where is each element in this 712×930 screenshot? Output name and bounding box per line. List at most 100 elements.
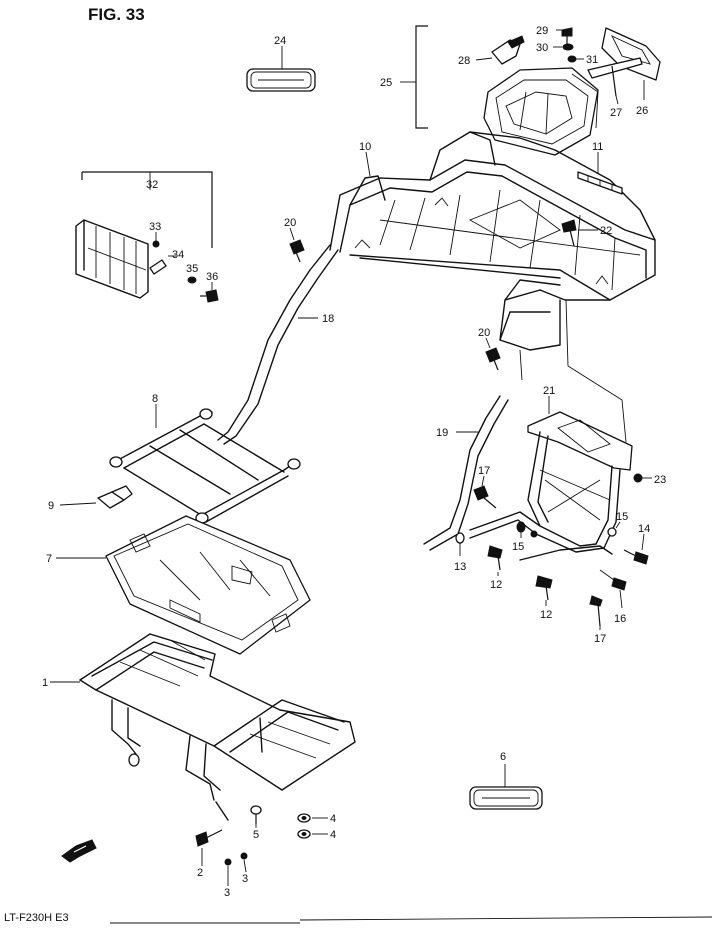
callout-7: 7 [46, 553, 52, 565]
callout-30: 30 [536, 42, 548, 54]
reflector-strip-11 [577, 171, 623, 195]
callout-3: 3 [224, 887, 230, 899]
callout-12: 12 [490, 579, 502, 591]
spacer-13 [455, 532, 465, 544]
nut-33 [152, 240, 160, 248]
callout-36: 36 [206, 271, 218, 283]
basket-tray-7 [105, 515, 311, 655]
callout-18: 18 [322, 313, 334, 325]
nut-31 [567, 55, 577, 63]
guard-32 [75, 219, 149, 299]
reflector-6 [469, 786, 543, 810]
front-bracket-8 [109, 408, 301, 524]
bolt-17-lower [589, 595, 603, 627]
callout-4: 4 [330, 813, 336, 825]
bolt-23 [633, 473, 643, 483]
leader-9 [59, 502, 97, 506]
bracket-25 [415, 25, 428, 129]
stay-19 [423, 395, 501, 545]
leader-14 [641, 533, 645, 551]
callout-17: 17 [594, 633, 606, 645]
callout-11: 11 [592, 141, 603, 153]
callout-20: 20 [284, 217, 296, 229]
washer-30 [562, 43, 574, 51]
callout-29: 29 [536, 25, 548, 37]
strap-26 [601, 27, 661, 81]
bracket-27 [587, 57, 643, 97]
callout-15: 15 [512, 541, 524, 553]
callout-23: 23 [654, 474, 666, 486]
nut-3-left [224, 858, 232, 866]
callout-8: 8 [152, 393, 158, 405]
callout-25: 25 [380, 77, 392, 89]
callout-22: 22 [600, 225, 612, 237]
callout-9: 9 [48, 500, 54, 512]
footer-model-code: LT-F230H E3 [4, 912, 69, 924]
front-carrier-1 [79, 633, 356, 821]
callout-21: 21 [543, 385, 555, 397]
leader-28 [475, 57, 493, 61]
callout-14: 14 [638, 523, 650, 535]
collar-15-left [516, 521, 526, 533]
leader-27 [615, 95, 619, 105]
stay-18 [217, 244, 331, 441]
callout-2: 2 [197, 867, 203, 879]
callout-10: 10 [359, 141, 371, 153]
bolt-16 [599, 569, 627, 591]
leader-20-lower [485, 337, 491, 349]
callout-26: 26 [636, 105, 648, 117]
reflector-24 [246, 68, 316, 92]
washer-near-15 [530, 530, 538, 538]
callout-1: 1 [42, 677, 48, 689]
callout-28: 28 [458, 55, 470, 67]
callout-13: 13 [454, 561, 466, 573]
callout-35: 35 [186, 263, 198, 275]
tool-box-25 [483, 67, 599, 156]
callout-17: 17 [478, 465, 490, 477]
nut-3-right [240, 852, 248, 860]
callout-3: 3 [242, 873, 248, 885]
callout-15: 15 [616, 511, 628, 523]
bolt-17-upper [473, 485, 497, 509]
callout-12: 12 [540, 609, 552, 621]
bolt-5 [250, 805, 262, 824]
callout-5: 5 [253, 829, 259, 841]
bracket-plate-21 [469, 411, 633, 561]
bolt-20-upper [289, 239, 305, 263]
callout-27: 27 [610, 107, 622, 119]
leader-16 [619, 589, 623, 609]
washer-35 [187, 276, 197, 284]
bolt-12-left [487, 545, 503, 571]
callout-20: 20 [478, 327, 490, 339]
bolt-12-right [535, 575, 553, 601]
leader-20-upper [289, 227, 295, 241]
callout-34: 34 [172, 249, 184, 261]
bracket-32 [81, 171, 213, 248]
leader-15-right [615, 521, 621, 529]
leader-3-right [243, 859, 247, 873]
callout-19: 19 [436, 427, 448, 439]
bolt-22 [561, 219, 577, 247]
callout-32: 32 [146, 179, 158, 191]
clamp-9 [97, 485, 133, 509]
front-direction-arrow-icon [61, 839, 97, 863]
figure-title: FIG. 33 [88, 5, 145, 24]
bolt-29 [561, 27, 573, 46]
bolt-14 [623, 549, 649, 565]
leader-17-upper [481, 475, 485, 487]
callout-31: 31 [586, 54, 598, 66]
callout-33: 33 [149, 221, 161, 233]
bolt-2 [195, 829, 223, 847]
callout-16: 16 [614, 613, 626, 625]
callout-6: 6 [500, 751, 506, 763]
leader-10 [365, 151, 371, 177]
bolt-36 [200, 289, 219, 303]
bolt-20-lower [485, 347, 501, 371]
footer-rule-right [299, 916, 712, 921]
callout-4: 4 [330, 829, 336, 841]
collar-15-right [607, 527, 617, 537]
callout-24: 24 [274, 35, 286, 47]
clamp-34 [149, 259, 167, 275]
rear-carrier-10 [329, 131, 656, 443]
